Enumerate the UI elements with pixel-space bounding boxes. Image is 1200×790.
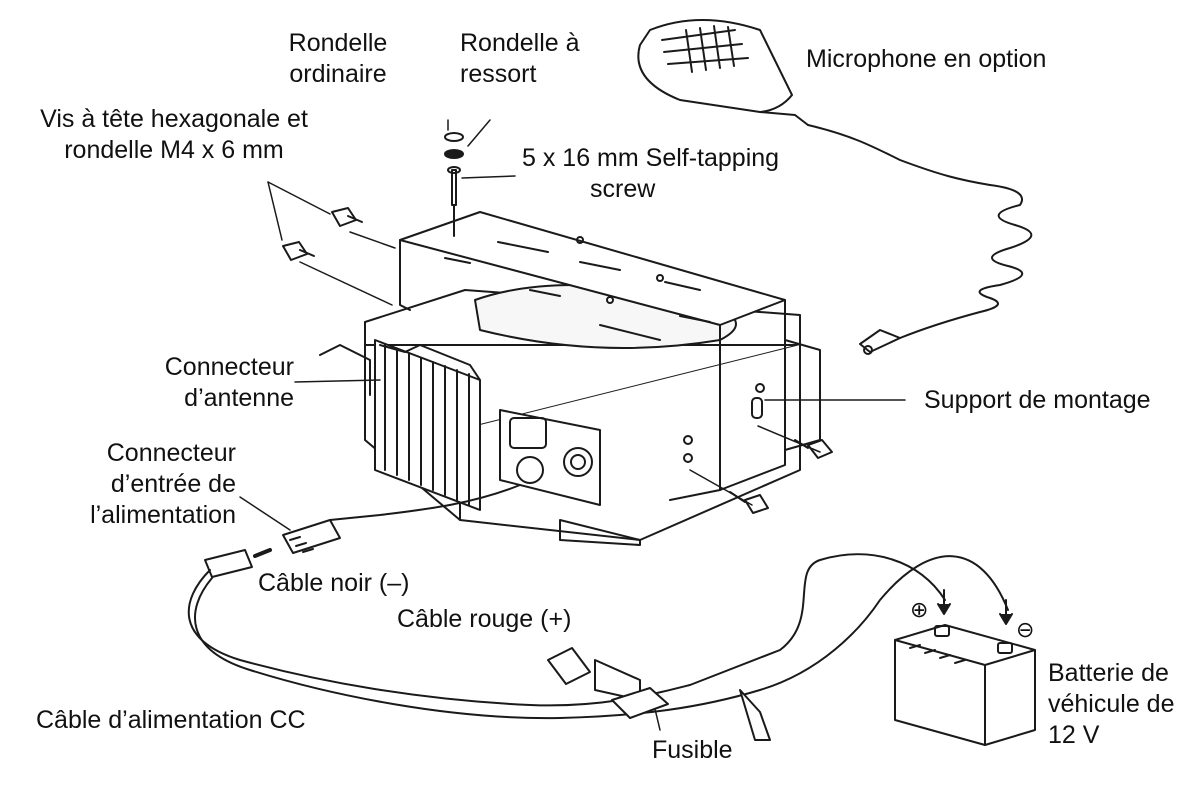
power-cables [187, 484, 1013, 741]
spring-washer-label: Rondelle à ressort [460, 29, 580, 88]
dc-power-cable-label: Câble d’alimentation CC [36, 706, 306, 734]
mounting-bracket-label: Support de montage [924, 386, 1151, 414]
mounting-bracket [319, 211, 821, 546]
flat-washer-label: Rondelle ordinaire [288, 29, 388, 88]
battery-label: Batterie de véhicule de 12 V [1048, 659, 1175, 749]
red-cable-label: Câble rouge (+) [397, 605, 572, 633]
hex-screw-label: Vis à tête hexagonale et rondelle M4 x 6… [40, 105, 308, 164]
fuse-label: Fusible [652, 736, 733, 764]
battery [894, 624, 1036, 746]
black-cable-label: Câble noir (–) [258, 569, 410, 597]
microphone-label: Microphone en option [806, 45, 1047, 73]
screws-washers [282, 132, 833, 514]
microphone [637, 19, 1033, 355]
heatsink [374, 339, 481, 511]
self-tapping-screw-label: 5 x 16 mm Self-tapping screw [522, 144, 780, 203]
power-connector-label: Connecteur d’entrée de l’alimentation [90, 439, 236, 529]
leader-lines [239, 119, 906, 731]
minus-terminal-icon: ⊖ [1016, 617, 1035, 642]
antenna-connector-label: Connecteur d’antenne [164, 353, 294, 412]
plus-terminal-icon: ⊕ [910, 597, 929, 622]
